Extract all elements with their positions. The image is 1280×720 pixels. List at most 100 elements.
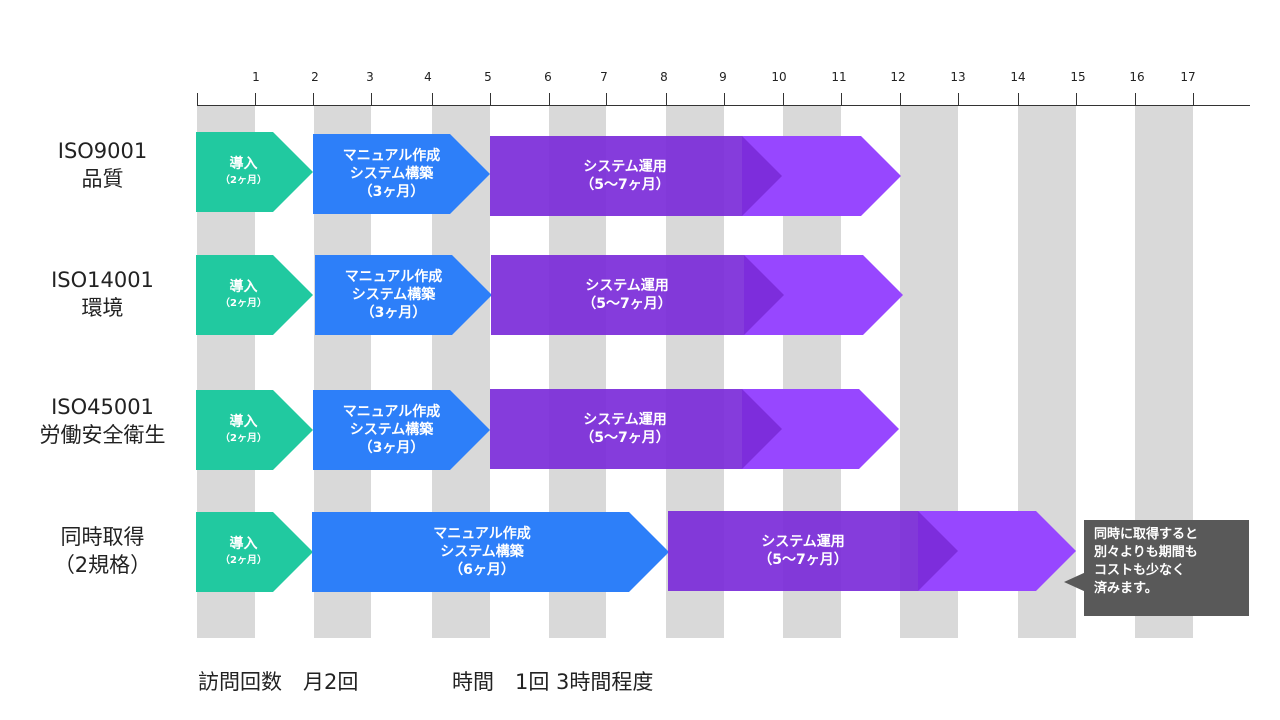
arrow-shape <box>315 255 492 335</box>
arrow-shape <box>491 255 903 335</box>
operation-line: システム運用 <box>583 412 667 428</box>
visit-duration: 時間 1回 3時間程度 <box>452 670 654 694</box>
manual-arrow: マニュアル作成 システム構築 （6ヶ月） <box>312 512 669 592</box>
intro-title: 導入 <box>229 156 258 172</box>
manual-line: （3ヶ月） <box>360 305 427 321</box>
operation-line: （5～7ヶ月） <box>580 177 670 193</box>
row-label-iso9001: ISO9001 品質 <box>20 137 185 193</box>
row-label-line: （2規格） <box>53 553 152 577</box>
intro-title: 導入 <box>229 279 258 295</box>
operation-arrow: システム運用 （5～7ヶ月） <box>490 389 899 469</box>
manual-arrow: マニュアル作成 システム構築 （3ヶ月） <box>315 255 492 335</box>
axis-tick <box>1018 93 1019 105</box>
arrow-shape <box>196 512 313 592</box>
axis-tick-label: 12 <box>890 70 906 84</box>
manual-line: （3ヶ月） <box>358 440 425 456</box>
axis-tick <box>371 93 372 105</box>
operation-line: （5～7ヶ月） <box>758 552 848 568</box>
manual-arrow: マニュアル作成 システム構築 （3ヶ月） <box>313 390 490 470</box>
intro-duration: （2ヶ月） <box>220 555 267 566</box>
visit-frequency: 訪問回数 月2回 <box>198 670 359 694</box>
row-label-line: 労働安全衛生 <box>39 423 166 447</box>
row-label-line: 環境 <box>81 296 124 320</box>
arrow-shape <box>313 390 490 470</box>
arrow-shape <box>668 511 1076 591</box>
axis-tick <box>1135 93 1136 105</box>
intro-arrow: 導入 （2ヶ月） <box>196 132 313 212</box>
row-label-line: ISO45001 <box>51 395 154 419</box>
axis-tick-label: 14 <box>1010 70 1026 84</box>
axis-tick-label: 1 <box>252 70 260 84</box>
axis-tick-label: 11 <box>831 70 847 84</box>
manual-line: マニュアル作成 <box>344 269 443 285</box>
axis-tick <box>432 93 433 105</box>
row-label-iso45001: ISO45001 労働安全衛生 <box>20 393 185 449</box>
callout-line: 同時に取得すると <box>1094 527 1199 542</box>
callout-line: コストも少なく <box>1094 563 1186 578</box>
intro-duration: （2ヶ月） <box>220 175 267 186</box>
axis-tick-label: 6 <box>544 70 552 84</box>
intro-arrow: 導入 （2ヶ月） <box>196 390 313 470</box>
axis-tick-label: 2 <box>311 70 319 84</box>
axis-tick <box>841 93 842 105</box>
manual-line: マニュアル作成 <box>342 404 441 420</box>
operation-line: システム運用 <box>583 159 667 175</box>
manual-line: マニュアル作成 <box>342 148 441 164</box>
manual-line: （6ヶ月） <box>449 562 515 578</box>
arrow-shape <box>312 512 669 592</box>
callout-line: 済みます。 <box>1094 581 1158 596</box>
intro-duration: （2ヶ月） <box>220 433 267 444</box>
axis-tick-label: 8 <box>660 70 668 84</box>
operation-line: （5～7ヶ月） <box>580 430 670 446</box>
axis-tick <box>783 93 784 105</box>
arrow-shape <box>490 389 899 469</box>
axis-tick-label: 13 <box>950 70 966 84</box>
axis-tick-label: 17 <box>1180 70 1196 84</box>
axis-tick-label: 15 <box>1070 70 1086 84</box>
axis-tick <box>900 93 901 105</box>
manual-line: システム構築 <box>351 287 436 303</box>
manual-line: システム構築 <box>440 544 524 560</box>
axis-tick-label: 16 <box>1129 70 1145 84</box>
arrow-shape <box>196 132 313 212</box>
manual-arrow: マニュアル作成 システム構築 （3ヶ月） <box>313 134 490 214</box>
operation-arrow: システム運用 （5～7ヶ月） <box>490 136 901 216</box>
intro-title: 導入 <box>229 414 258 430</box>
manual-line: システム構築 <box>349 422 434 438</box>
axis-tick-label: 10 <box>771 70 787 84</box>
row-label-line: ISO14001 <box>51 268 154 292</box>
axis-tick <box>666 93 667 105</box>
operation-arrow: システム運用 （5～7ヶ月） <box>668 511 1076 591</box>
arrow-shape <box>490 136 901 216</box>
row-label-iso14001: ISO14001 環境 <box>20 266 185 322</box>
callout-pointer <box>1064 572 1086 592</box>
axis-tick <box>313 93 314 105</box>
axis-tick <box>958 93 959 105</box>
timeline-axis <box>197 105 1250 106</box>
operation-line: システム運用 <box>585 278 669 294</box>
row-label-line: ISO9001 <box>57 139 148 163</box>
axis-tick-label: 5 <box>484 70 492 84</box>
intro-duration: （2ヶ月） <box>220 298 267 309</box>
intro-arrow: 導入 （2ヶ月） <box>196 512 313 592</box>
row-label-line: 同時取得 <box>60 525 145 549</box>
callout-box: 同時に取得すると 別々よりも期間も コストも少なく 済みます。 <box>1084 520 1249 616</box>
arrow-shape <box>196 255 313 335</box>
row-label-line: 品質 <box>81 167 124 191</box>
intro-arrow: 導入 （2ヶ月） <box>196 255 313 335</box>
axis-tick-label: 7 <box>600 70 608 84</box>
axis-tick <box>724 93 725 105</box>
manual-line: マニュアル作成 <box>433 526 531 542</box>
callout-line: 別々よりも期間も <box>1094 545 1198 560</box>
intro-title: 導入 <box>229 536 258 552</box>
axis-tick <box>1193 93 1194 105</box>
arrow-shape <box>313 134 490 214</box>
operation-arrow: システム運用 （5～7ヶ月） <box>491 255 903 335</box>
axis-tick-label: 4 <box>424 70 432 84</box>
axis-tick <box>255 93 256 105</box>
row-label-simultaneous: 同時取得 （2規格） <box>20 523 185 579</box>
manual-line: システム構築 <box>349 166 434 182</box>
operation-line: （5～7ヶ月） <box>582 296 672 312</box>
arrow-shape <box>196 390 313 470</box>
